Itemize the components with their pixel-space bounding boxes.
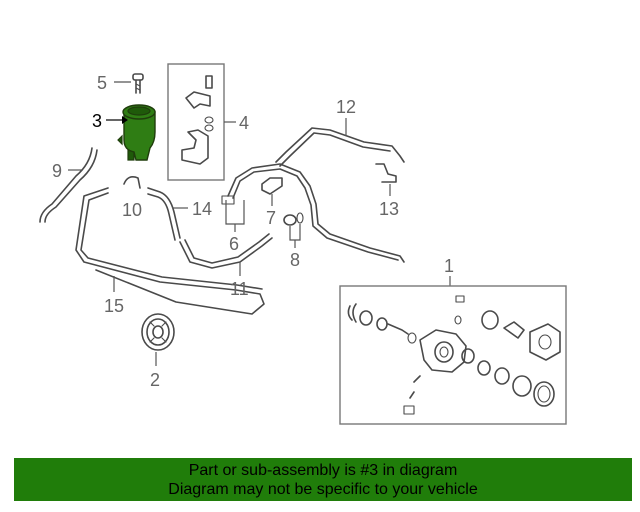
arrow-3: [122, 116, 128, 124]
part-3-reservoir[interactable]: [117, 104, 156, 161]
callout-15: 15: [104, 296, 124, 316]
callout-1: 1: [444, 256, 454, 276]
part-9-hose[interactable]: [39, 147, 98, 223]
part-8-joint[interactable]: [283, 212, 304, 226]
part-1-box: [339, 285, 567, 425]
callout-13: 13: [379, 199, 399, 219]
callout-12: 12: [336, 97, 356, 117]
part-1-pump-assembly[interactable]: [347, 295, 561, 415]
part-6-hose[interactable]: [221, 163, 405, 263]
part-13-clip[interactable]: [375, 163, 397, 183]
part-12-pipe[interactable]: [275, 127, 405, 167]
callout-2: 2: [150, 370, 160, 390]
part-4-bracket[interactable]: [181, 75, 214, 165]
part-15-pipe[interactable]: [75, 187, 265, 315]
info-banner: Part or sub-assembly is #3 in diagram Di…: [14, 458, 632, 501]
callout-14: 14: [192, 199, 212, 219]
callout-6: 6: [229, 234, 239, 254]
banner-line-1: Part or sub-assembly is #3 in diagram: [188, 461, 458, 479]
callout-10: 10: [122, 200, 142, 220]
callout-4: 4: [239, 113, 249, 133]
callout-3: 3: [92, 111, 102, 131]
part-14-hose[interactable]: [147, 187, 181, 241]
part-7-bracket[interactable]: [261, 177, 283, 195]
callout-7: 7: [266, 208, 276, 228]
callout-5: 5: [97, 73, 107, 93]
part-2-pulley[interactable]: [141, 313, 175, 351]
callout-11: 11: [230, 279, 249, 299]
part-10-clamp[interactable]: [123, 176, 141, 189]
part-5-bolt[interactable]: [132, 73, 144, 94]
callout-8: 8: [290, 250, 300, 270]
part-11-hose[interactable]: [179, 233, 273, 269]
leader-8: [289, 224, 301, 241]
callout-9: 9: [52, 161, 62, 181]
banner-line-2: Diagram may not be specific to your vehi…: [168, 480, 478, 498]
